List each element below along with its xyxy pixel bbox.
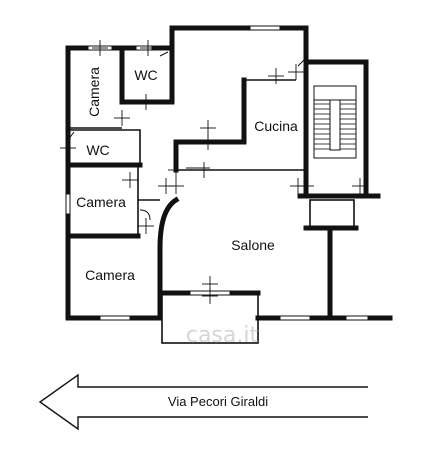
- cross-marker: [122, 172, 138, 188]
- cross-marker: [140, 40, 156, 56]
- room-label-cucina: Cucina: [254, 118, 298, 134]
- cross-markers: [60, 40, 368, 304]
- room-label-camera-bottom: Camera: [85, 267, 135, 283]
- cross-marker: [200, 120, 216, 136]
- watermark: casa.it: [186, 323, 259, 348]
- street-arrow: [38, 373, 368, 431]
- cross-marker: [92, 40, 108, 56]
- cross-marker: [290, 178, 306, 194]
- cross-marker: [60, 140, 76, 156]
- cross-marker: [158, 178, 174, 194]
- street-label: Via Pecori Giraldi: [168, 394, 268, 409]
- room-label-salone: Salone: [231, 237, 275, 253]
- stair-steps: [314, 103, 356, 150]
- cross-marker: [288, 64, 304, 80]
- cross-marker: [200, 134, 216, 150]
- room-label-wc-left: WC: [86, 142, 109, 158]
- cross-marker: [268, 68, 284, 84]
- cross-marker: [138, 94, 154, 110]
- room-label-camera-top: Camera: [86, 67, 102, 117]
- cross-marker: [114, 110, 130, 126]
- cross-marker: [196, 162, 212, 178]
- room-label-wc-top: WC: [134, 67, 157, 83]
- cross-marker: [352, 178, 368, 194]
- room-label-camera-mid: Camera: [76, 194, 126, 210]
- cross-marker: [168, 162, 184, 178]
- balcony-right: [303, 199, 359, 231]
- stairwell: [303, 59, 365, 159]
- cross-marker: [138, 218, 154, 234]
- cross-marker: [202, 288, 218, 304]
